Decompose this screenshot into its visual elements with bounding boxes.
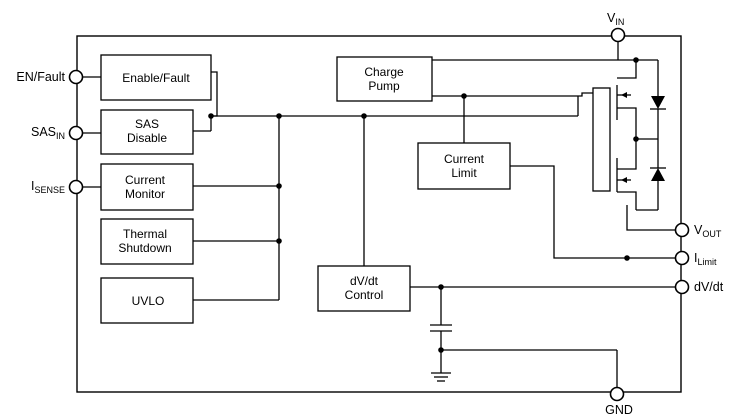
svg-text:Monitor: Monitor [125, 187, 165, 201]
current-limit-block: Current Limit [417, 142, 511, 190]
charge-pump-label-line-1: Charge [364, 65, 404, 79]
i-sense-pin-label: ISENSE [31, 179, 65, 195]
sas-disable-label-line-2: Disable [127, 131, 167, 145]
charge-pump-block: Charge Pump [336, 56, 433, 102]
svg-text:Shutdown: Shutdown [118, 241, 171, 255]
v-out-pin [674, 222, 690, 238]
svg-text:Current: Current [125, 173, 166, 187]
svg-text:dV/dt: dV/dt [350, 274, 379, 288]
svg-text:Disable: Disable [127, 131, 167, 145]
charge-pump-label-line-2: Pump [368, 79, 400, 93]
sas-disable-block: SAS Disable [100, 109, 194, 155]
sas-in-pin [68, 125, 84, 141]
v-out-pin-label: VOUT [694, 223, 722, 239]
thermal-shutdown-label-line-2: Shutdown [118, 241, 171, 255]
current-monitor-label-line-1: Current [125, 173, 166, 187]
thermal-shutdown-block: Thermal Shutdown [100, 218, 194, 265]
en-fault-pin [68, 69, 84, 85]
i-limit-pin-label: ILimit [694, 251, 717, 267]
mosfet-gate-bar [592, 87, 611, 192]
gnd-pin-label: GND [605, 403, 633, 417]
svg-text:Limit: Limit [451, 166, 477, 180]
junction-dots [208, 57, 639, 353]
i-sense-pin [68, 179, 84, 195]
sas-disable-label-line-1: SAS [135, 117, 159, 131]
current-limit-label-line-1: Current [444, 152, 485, 166]
svg-text:Enable/Fault: Enable/Fault [122, 71, 190, 85]
current-monitor-label-line-2: Monitor [125, 187, 165, 201]
gnd-pin [609, 386, 625, 402]
svg-text:UVLO: UVLO [132, 294, 165, 308]
dvdt-pin [674, 279, 690, 295]
i-limit-pin [674, 250, 690, 266]
current-limit-label-line-2: Limit [451, 166, 477, 180]
dvdt-control-label-line-1: dV/dt [350, 274, 379, 288]
vin-pin [610, 27, 626, 43]
svg-text:Charge: Charge [364, 65, 404, 79]
current-monitor-block: Current Monitor [100, 163, 194, 211]
enable-fault-block: Enable/Fault [100, 54, 212, 101]
chip-outline [76, 35, 682, 393]
en-fault-pin-label: EN/Fault [16, 70, 65, 84]
enable-fault-label-line-1: Enable/Fault [122, 71, 190, 85]
uvlo-label: UVLO [132, 294, 165, 308]
uvlo-block: UVLO [100, 277, 194, 324]
vin-pin-label: VIN [607, 11, 624, 27]
dvdt-control-block: dV/dt Control [317, 265, 411, 312]
dvdt-control-label-line-2: Control [345, 288, 384, 302]
thermal-shutdown-label-line-1: Thermal [123, 227, 167, 241]
lower-diode [651, 168, 665, 181]
svg-text:Current: Current [444, 152, 485, 166]
wiring [82, 40, 677, 390]
sas-in-pin-label: SASIN [31, 125, 65, 141]
svg-text:Control: Control [345, 288, 384, 302]
dvdt-pin-label: dV/dt [694, 280, 724, 294]
upper-diode [651, 96, 665, 109]
svg-text:Thermal: Thermal [123, 227, 167, 241]
svg-text:Pump: Pump [368, 79, 400, 93]
svg-text:SAS: SAS [135, 117, 159, 131]
